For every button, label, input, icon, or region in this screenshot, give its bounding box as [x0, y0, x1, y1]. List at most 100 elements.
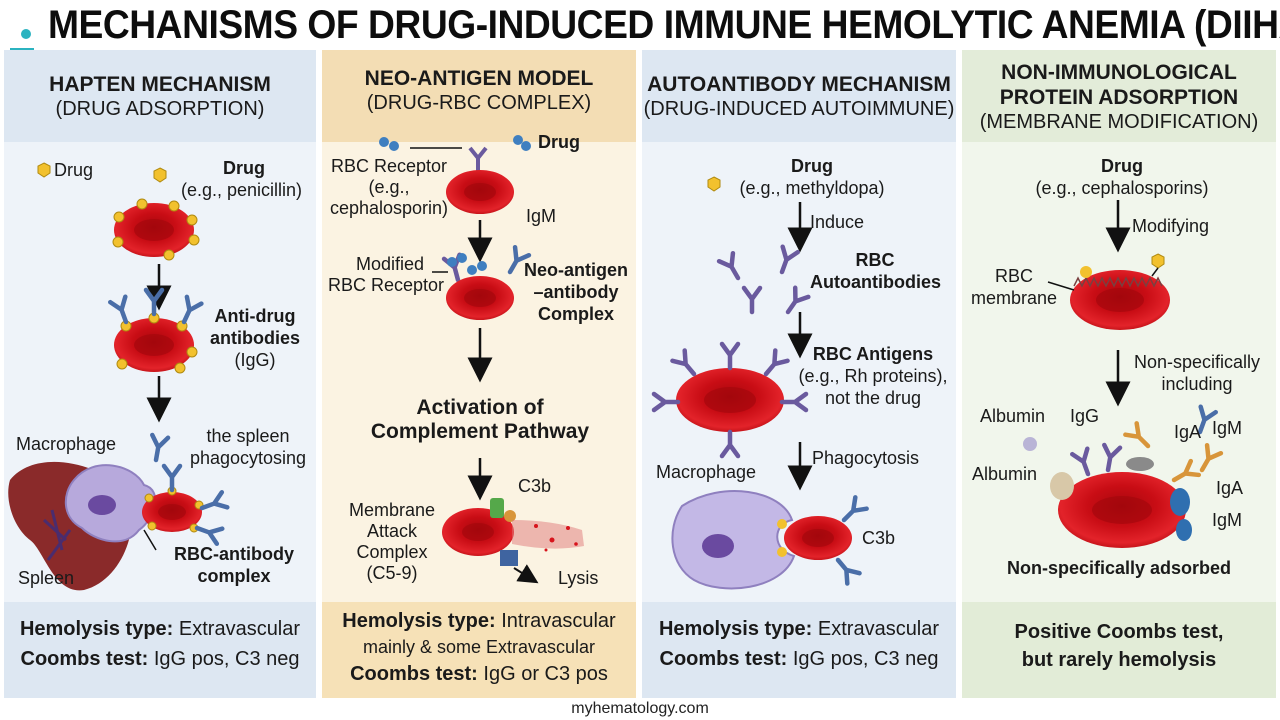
panel-subtitle: (DRUG ADSORPTION) [55, 98, 265, 120]
protein-icon [1126, 457, 1154, 471]
albumin-icon [1023, 437, 1037, 451]
antibody-icon [774, 247, 797, 275]
drug-icon [379, 135, 531, 151]
activation-label: Complement Pathway [370, 420, 590, 443]
macrophage-label: Macrophage [656, 462, 757, 482]
antibody-icon [654, 394, 678, 410]
hemolysis-value: Extravascular [812, 618, 940, 640]
antibody-label: Anti-drug [214, 306, 296, 326]
antibody-icon [722, 432, 738, 456]
drug-label: Drug [538, 132, 580, 152]
rbc-cell-icon [446, 276, 514, 320]
drug-icon [1151, 253, 1165, 269]
complex-label: RBC-antibody [174, 544, 294, 564]
page-title: MECHANISMS OF DRUG-INDUCED IMMUNE HEMOLY… [48, 3, 1280, 47]
complex-label: Complex [537, 304, 615, 324]
modified-receptor-label: RBC Receptor [327, 275, 444, 295]
mac-label: Complex [356, 542, 428, 562]
phagocytosis-label: Phagocytosis [812, 448, 920, 468]
membrane-label: RBC [994, 266, 1033, 286]
antibody-icon [719, 253, 745, 282]
macrophage-icon [671, 490, 796, 590]
nonspecific-label: Non-specifically [1133, 352, 1261, 372]
coombs-key: Coombs test: [350, 663, 478, 685]
drug-icon [153, 167, 167, 183]
mac-pore-icon [500, 550, 518, 566]
mac-label: Attack [366, 521, 418, 541]
panel-title: HAPTEN MECHANISM [49, 73, 271, 96]
rbc-cell-icon [784, 516, 852, 560]
panel-subtitle: (DRUG-INDUCED AUTOIMMUNE) [643, 98, 955, 120]
hemolysis-value: Extravascular [173, 618, 301, 640]
drug-example-label: (e.g., methyldopa) [739, 178, 885, 198]
panel-header: AUTOANTIBODY MECHANISM (DRUG-INDUCED AUT… [642, 50, 956, 142]
modifying-label: Modifying [1132, 216, 1210, 236]
igm-label: IgM [1212, 510, 1243, 530]
drug-legend-label: Drug [54, 160, 94, 180]
rbc-cell-icon [446, 170, 514, 214]
hemolysis-key: Hemolysis type: [342, 610, 496, 632]
antibody-label: antibodies [209, 328, 300, 348]
drug-label: Drug [1101, 156, 1143, 176]
hemolysis-value: Intravascular [495, 610, 616, 632]
panel-footer: Hemolysis type: Extravascular Coombs tes… [642, 602, 956, 698]
antigens-label: not the drug [824, 388, 922, 408]
panel-title: PROTEIN ADSORPTION [999, 86, 1239, 109]
panel-header: HAPTEN MECHANISM (DRUG ADSORPTION) [4, 50, 316, 142]
hapten-diagram [8, 162, 316, 591]
autoantibody-label: RBC [855, 250, 895, 270]
c3b-label: C3b [518, 476, 552, 496]
rbc-cell-icon [114, 318, 194, 372]
spleen-label: Spleen [18, 568, 75, 588]
igg-label: IgG [1070, 406, 1100, 426]
antibody-icon [760, 350, 788, 379]
autoantibody-diagram [642, 176, 956, 590]
antibody-icon [1100, 445, 1120, 471]
antibody-icon [781, 288, 808, 317]
hemolysis-key: Hemolysis type: [19, 618, 174, 640]
nonspecific-label: including [1161, 374, 1233, 394]
membrane-label: membrane [970, 288, 1058, 308]
neoantigen-diagram [379, 135, 584, 584]
panel-subtitle: (MEMBRANE MODIFICATION) [979, 111, 1259, 133]
antibody-icon [838, 497, 866, 525]
drug-example-label: (e.g., cephalosporins) [1035, 178, 1209, 198]
hemolysis-line2: mainly & some Extravascular [362, 637, 596, 657]
panel-title: AUTOANTIBODY MECHANISM [647, 73, 951, 96]
complex-label: Neo-antigen [523, 260, 628, 280]
lysis-spray-icon [512, 520, 584, 549]
antibody-icon [832, 555, 860, 584]
adsorbed-drug-icons [112, 198, 200, 261]
antibody-icon [1170, 461, 1199, 487]
footer-credit: myhematology.com [571, 700, 709, 717]
protein-icon [1176, 519, 1192, 541]
rbc-cell-icon [114, 203, 194, 257]
hemolysis-result: but rarely hemolysis [1021, 649, 1217, 671]
drug-label: Drug [791, 156, 833, 176]
rbc-cell-icon [1058, 472, 1186, 548]
complex-label: –antibody [533, 282, 619, 302]
adsorbed-drug-icons [116, 312, 198, 374]
igm-label: IgM [1212, 418, 1243, 438]
antibody-icon [1072, 449, 1095, 477]
coombs-result: Positive Coombs test, [1014, 621, 1224, 643]
lysis-label: Lysis [558, 568, 599, 588]
panel-autoantibody: AUTOANTIBODY MECHANISM (DRUG-INDUCED AUT… [642, 50, 956, 698]
antibody-icon [1125, 423, 1153, 451]
antibody-icon [744, 288, 760, 312]
c3b-label: C3b [862, 528, 896, 548]
panel-title: NON-IMMUNOLOGICAL [1001, 61, 1237, 84]
modified-receptor-label: Modified [355, 254, 424, 274]
antibody-icon [110, 297, 133, 325]
panel-header: NEO-ANTIGEN MODEL (DRUG-RBC COMPLEX) [322, 50, 636, 142]
antibody-icon [672, 350, 700, 379]
igm-label: IgM [526, 206, 557, 226]
coombs-key: Coombs test: [659, 648, 788, 670]
antibody-icon [148, 435, 168, 461]
drug-icon [37, 162, 51, 178]
induce-label: Induce [810, 212, 865, 232]
panel-header: NON-IMMUNOLOGICAL PROTEIN ADSORPTION (ME… [962, 50, 1276, 142]
antibody-icon [1195, 445, 1221, 474]
mac-label: Membrane [348, 500, 436, 520]
panel-footer: Hemolysis type: Extravascular Coombs tes… [4, 602, 316, 698]
